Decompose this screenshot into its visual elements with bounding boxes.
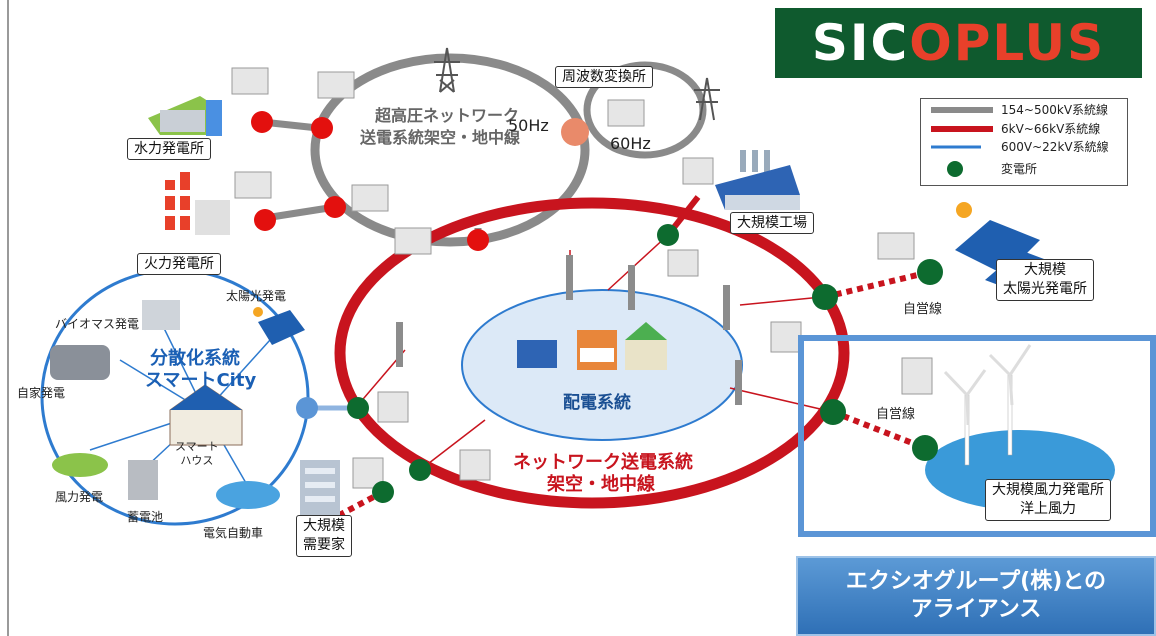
smart-city-title-2: スマートCity [145,370,257,391]
thermal-line [264,203,336,222]
freq-ring [583,61,707,159]
freq-converter-label: 周波数変換所 [555,66,653,88]
consumer-label-1: 大規模 [303,518,345,534]
alliance-line-1: エクシオグループ(株)との [845,569,1107,594]
hydro-plant-icon [148,96,222,136]
sc-battery-label: 蓄電池 [127,510,164,524]
self-line-wind [831,409,927,451]
consumer-label-2: 需要家 [303,537,345,553]
sc-private-label: 自家発電 [17,386,66,400]
town-icon [517,322,667,370]
legend-label: 6kV~66kV系統線 [1001,122,1101,136]
legend-label: 600V~22kV系統線 [1001,140,1109,154]
freq-converter-dot [561,118,589,146]
utility-poles [396,255,742,405]
substation-red-dots [251,111,489,251]
sc-biomass-label: バイオマス発電 [55,317,140,331]
wind-large-label-2: 洋上風力 [1020,501,1076,517]
solar-large-label: 大規模 太陽光発電所 [996,259,1094,301]
wind-large-label: 大規模風力発電所 洋上風力 [985,479,1111,521]
sc-house-label-2: ハウス [180,454,214,467]
thermal-plant-icon [165,172,230,235]
tower-icon [434,47,460,93]
sc-house-label: スマート ハウス [175,440,219,468]
network-ring [334,197,850,509]
sc-solar-label: 太陽光発電 [226,289,287,303]
transformer-icons [231,67,933,489]
legend-label: 変電所 [1001,162,1038,176]
sc-ev-label: 電気自動車 [203,526,264,540]
logo-text-a: SIC [811,14,910,72]
ehv-title-1: 超高圧ネットワーク [375,106,520,125]
sc-wind-label: 風力発電 [55,490,104,504]
wind-large-label-1: 大規模風力発電所 [992,482,1104,498]
legend: 154~500kV系統線 6kV~66kV系統線 600V~22kV系統線 変電… [920,98,1128,186]
smart-city-node [296,397,318,419]
tower-icon [694,77,720,121]
solar-large-label-2: 太陽光発電所 [1003,281,1087,297]
smart-city-icons [50,300,305,509]
self-line-label-2: 自営線 [876,407,916,422]
smart-city-title-1: 分散化系統 [150,348,240,369]
consumer-label: 大規模 需要家 [296,515,352,557]
legend-label: 154~500kV系統線 [1001,103,1109,117]
hydro-label: 水力発電所 [127,138,211,160]
highlight-frame [798,335,1156,537]
factory-icon [715,150,800,210]
alliance-banner: エクシオグループ(株)との アライアンス [796,556,1156,636]
substation-green-dots [347,224,943,503]
factory-label: 大規模工場 [730,212,814,234]
solar-large-label-1: 大規模 [1024,262,1066,278]
legend-swatches [931,107,993,177]
freq-50hz: 50Hz [508,116,549,135]
network-label-2: 架空・地中線 [547,474,655,495]
ehv-ring [310,53,590,247]
logo-text-b: OPLUS [909,14,1106,72]
network-label-1: ネットワーク送電系統 [513,452,693,473]
consumer-building-icon [300,460,340,520]
thermal-label: 火力発電所 [137,253,221,275]
alliance-line-2: アライアンス [910,597,1042,622]
self-line-solar [824,269,931,300]
sc-house-label-1: スマート [175,440,219,453]
self-line-label-1: 自営線 [903,302,943,317]
ehv-title-2: 送電系統架空・地中線 [360,128,521,147]
freq-60hz: 60Hz [610,134,651,153]
distribution-label: 配電系統 [563,393,631,413]
